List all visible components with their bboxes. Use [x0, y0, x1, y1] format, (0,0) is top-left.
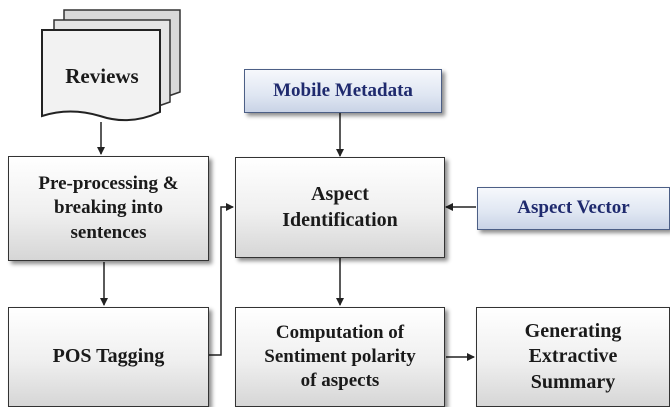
preprocessing-box: Pre-processing & breaking into sentences [8, 156, 209, 261]
sentiment-computation-box: Computation of Sentiment polarity of asp… [235, 307, 445, 407]
pos-tagging-box: POS Tagging [8, 307, 209, 407]
aspect-vector-label: Aspect Vector [517, 197, 630, 219]
connectors [97, 113, 476, 361]
aspect-identification-box: Aspect Identification [235, 157, 445, 258]
aspect-vector-box: Aspect Vector [477, 187, 670, 230]
pos-tagging-label: POS Tagging [52, 345, 165, 368]
extractive-summary-box: Generating Extractive Summary [476, 307, 670, 407]
sentiment-computation-label: Computation of Sentiment polarity of asp… [264, 321, 416, 392]
aspect-identification-label: Aspect Identification [282, 182, 398, 231]
reviews-document-icon [41, 9, 181, 122]
reviews-label: Reviews [65, 63, 139, 88]
mobile-metadata-box: Mobile Metadata [244, 69, 442, 113]
mobile-metadata-label: Mobile Metadata [273, 79, 413, 101]
preprocessing-label: Pre-processing & breaking into sentences [38, 173, 179, 243]
arrow-pos-to-aspect [209, 203, 234, 356]
extractive-summary-label: Generating Extractive Summary [524, 319, 622, 393]
